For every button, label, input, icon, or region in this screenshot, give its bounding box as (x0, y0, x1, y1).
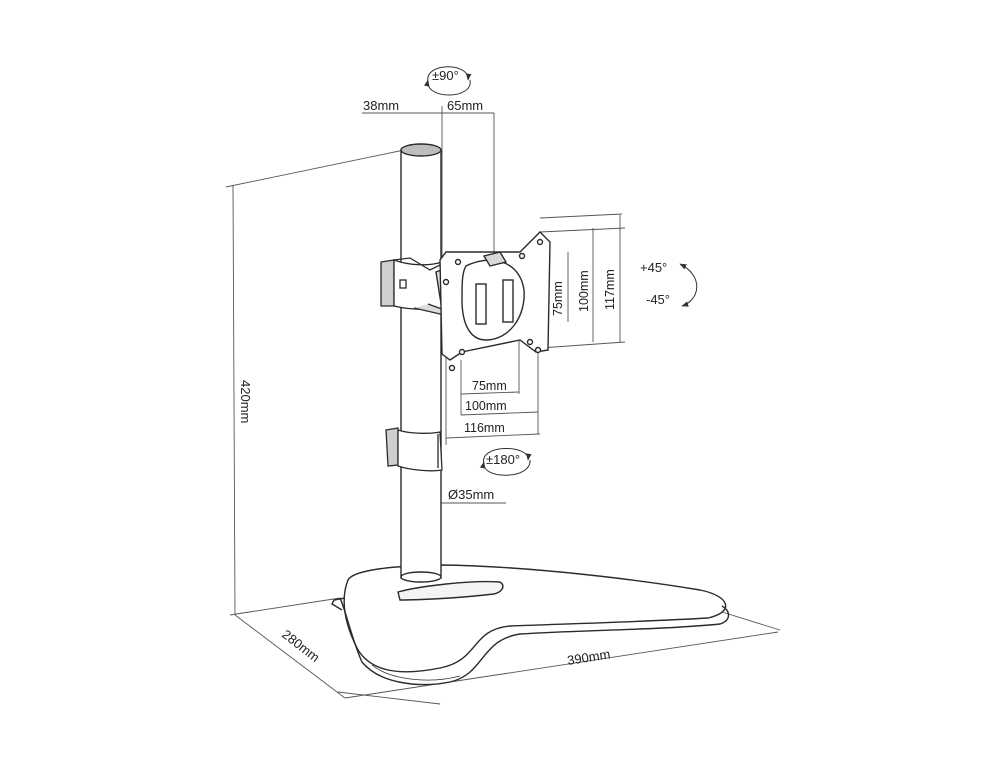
rotate-180-label: ±180° (486, 452, 520, 467)
width-390-label: 390mm (566, 646, 611, 668)
stand-base (331, 564, 730, 686)
vesa-bracket (435, 231, 551, 372)
vesa-h75-label: 75mm (472, 379, 507, 393)
depth-280-label: 280mm (279, 627, 322, 666)
depth-65-label: 65mm (447, 98, 483, 113)
vesa-v100-label: 100mm (577, 270, 591, 312)
stand-pole (400, 143, 442, 583)
height-420-label: 420mm (238, 380, 253, 423)
tilt-plus-label: +45° (640, 260, 667, 275)
rotate-90-label: ±90° (432, 68, 459, 83)
vesa-v75-label: 75mm (551, 281, 565, 316)
rotation-arrows (424, 66, 698, 476)
width-38-label: 38mm (363, 98, 399, 113)
plate-height-label: 117mm (603, 269, 617, 310)
vesa-h100-label: 100mm (465, 399, 507, 413)
pole-collar (380, 257, 453, 315)
tilt-minus-label: -45° (646, 292, 670, 307)
pole-diameter-label: Ø35mm (448, 487, 494, 502)
cable-clip (385, 427, 443, 472)
plate-width-label: 116mm (464, 421, 505, 435)
